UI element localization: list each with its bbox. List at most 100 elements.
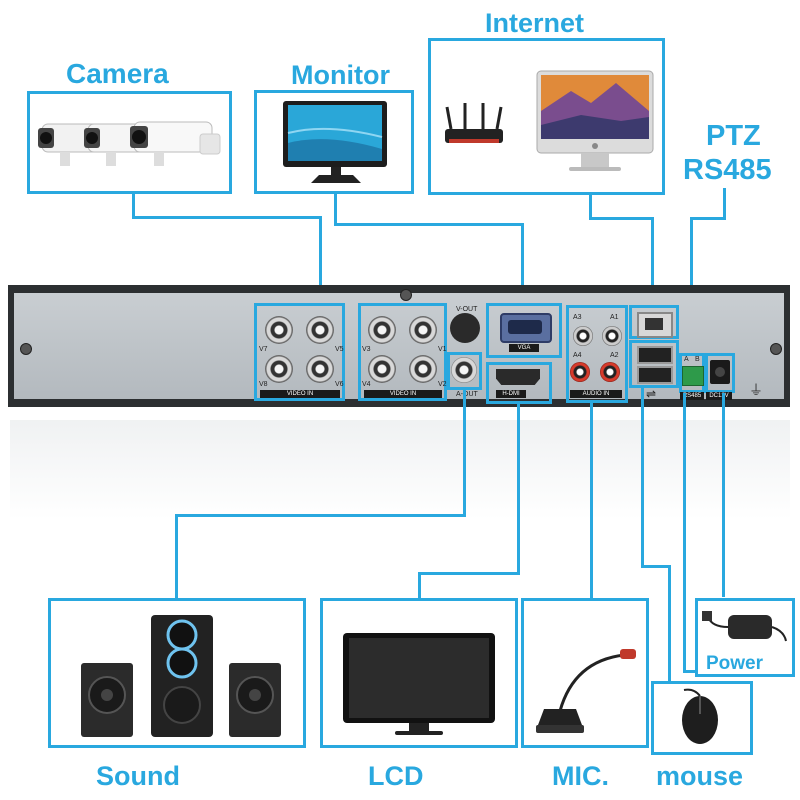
camera-wire-v1 (132, 194, 135, 219)
dc12v-label: DC12V (706, 392, 732, 400)
mouse-wire-h (641, 565, 671, 568)
sound-title: Sound (96, 761, 180, 791)
power-jack-icon[interactable] (710, 360, 730, 384)
vga-highlight (486, 303, 562, 358)
audio-in-highlight (566, 305, 628, 403)
bullet-camera-3 (130, 121, 221, 166)
label-v7: V7 (259, 346, 268, 353)
sound-box (48, 598, 306, 748)
internet-box (428, 38, 665, 195)
dc12v-highlight (705, 353, 735, 393)
power-title: Power (706, 653, 764, 674)
bnc-connector-icon[interactable] (265, 355, 293, 383)
internet-wire-h (589, 217, 654, 220)
ground-icon: ⏚ (749, 382, 763, 398)
usb-port-icon[interactable] (637, 366, 673, 384)
monitor-image (283, 101, 387, 183)
power-wire-h (683, 670, 696, 673)
video-in-right-label: VIDEO IN (364, 390, 442, 398)
label-a4: A4 (573, 352, 582, 359)
camera-title: Camera (66, 58, 169, 89)
power-adapter-image (702, 611, 787, 642)
v-out-connector-icon[interactable] (450, 313, 480, 343)
label-v-out: V-OUT (456, 306, 478, 313)
screw-icon (400, 289, 412, 301)
monitor-wire-h (334, 223, 524, 226)
rs485-label: RS485 (680, 392, 704, 400)
a-out-highlight (447, 352, 482, 390)
speaker-left-icon (81, 663, 133, 737)
hdmi-port-icon[interactable] (496, 369, 540, 385)
label-v5: V5 (335, 346, 344, 353)
camera-box (27, 91, 232, 194)
ethernet-port-icon[interactable] (637, 312, 673, 338)
power-box: Power (695, 598, 795, 677)
microphone-image (536, 649, 636, 733)
mouse-wire-v2 (668, 565, 671, 682)
internet-wire-v2 (651, 217, 654, 307)
lcd-wire-h (418, 572, 520, 575)
ptz-wire-v1 (723, 188, 726, 220)
mouse-box (651, 681, 753, 755)
vga-port-icon[interactable] (500, 313, 552, 343)
lcd-wire-v2 (418, 572, 421, 598)
hdmi-label: H-DMI (496, 390, 526, 398)
usb-port-icon[interactable] (637, 346, 673, 364)
monitor-wire-v1 (334, 194, 337, 226)
label-v4: V4 (362, 381, 371, 388)
bnc-connector-icon[interactable] (409, 355, 437, 383)
rs485-terminal-icon[interactable] (682, 366, 704, 386)
label-v8: V8 (259, 381, 268, 388)
a-out-connector-icon[interactable] (451, 357, 477, 383)
vga-label: VGA (509, 344, 539, 352)
monitor-title: Monitor (291, 60, 390, 90)
video-in-right-highlight (358, 303, 447, 401)
label-a2: A2 (610, 352, 619, 359)
rca-connector-icon[interactable] (602, 326, 622, 346)
rca-connector-icon[interactable] (573, 326, 593, 346)
lcd-box (320, 598, 518, 748)
bnc-connector-icon[interactable] (306, 316, 334, 344)
camera-wire-h (132, 216, 322, 219)
subwoofer-icon (151, 615, 213, 737)
screw-icon (770, 343, 782, 355)
lcd-tv-image (343, 633, 495, 735)
rca-connector-icon[interactable] (570, 362, 590, 382)
mic-box (521, 598, 649, 748)
sound-wire-v2 (175, 514, 178, 598)
ptz-title: PTZ (706, 120, 761, 152)
usb-highlight (629, 340, 679, 388)
label-a: A (684, 356, 689, 363)
bnc-connector-icon[interactable] (265, 316, 293, 344)
camera-wire-v2 (319, 216, 322, 304)
internet-wire-v1 (589, 195, 592, 220)
mic-title: MIC. (552, 761, 609, 791)
label-v6: V6 (335, 381, 344, 388)
lcd-wire-v1 (517, 404, 520, 575)
rs485-wire-v (722, 393, 725, 597)
label-a1: A1 (610, 314, 619, 321)
ptz-wire-h (690, 217, 726, 220)
mouse-title: mouse (656, 761, 744, 791)
label-a3: A3 (573, 314, 582, 321)
label-a-out: A-OUT (456, 391, 478, 398)
usb-symbol-icon: ⇌ (646, 387, 657, 401)
monitor-box (254, 90, 414, 194)
audio-in-label: AUDIO IN (570, 390, 622, 398)
computer-icon (536, 70, 654, 171)
bnc-connector-icon[interactable] (306, 355, 334, 383)
mic-wire-v (590, 403, 593, 598)
mouse-image (682, 688, 718, 744)
camera-image (38, 121, 221, 166)
label-b: B (695, 356, 700, 363)
rs485-title: RS485 (683, 154, 772, 186)
bnc-connector-icon[interactable] (409, 316, 437, 344)
power-wire-v1 (683, 393, 686, 673)
bnc-connector-icon[interactable] (368, 355, 396, 383)
hdmi-highlight (486, 362, 552, 404)
speaker-system-image (81, 615, 281, 737)
sound-wire-v1 (463, 390, 466, 517)
label-v3: V3 (362, 346, 371, 353)
bnc-connector-icon[interactable] (368, 316, 396, 344)
rca-connector-icon[interactable] (600, 362, 620, 382)
